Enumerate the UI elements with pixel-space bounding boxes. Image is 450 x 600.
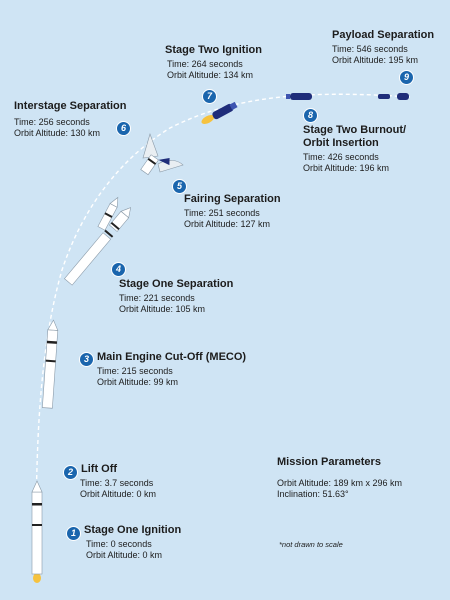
second-stage-with-fairing xyxy=(97,196,119,231)
mission-inclination: Inclination: 51.63° xyxy=(277,489,349,499)
event-title: Stage Two Ignition xyxy=(165,44,262,56)
event-title: Interstage Separation xyxy=(14,100,127,112)
event-altitude: Orbit Altitude: 99 km xyxy=(97,377,179,387)
event-number-badge: 1 xyxy=(66,526,81,541)
event-payload-separation: Payload Separation Time: 546 seconds Orb… xyxy=(332,29,435,85)
mission-orbit-altitude: Orbit Altitude: 189 km x 296 km xyxy=(277,478,403,488)
event-interstage-separation: Interstage Separation Time: 256 seconds … xyxy=(14,100,131,139)
event-altitude: Orbit Altitude: 105 km xyxy=(119,304,206,314)
event-meco: 3 Main Engine Cut-Off (MECO) Time: 215 s… xyxy=(79,351,246,388)
event-stage-one-ignition: 1 Stage One Ignition Time: 0 seconds Orb… xyxy=(66,524,181,561)
event-altitude: Orbit Altitude: 0 km xyxy=(80,489,157,499)
event-time: Time: 0 seconds xyxy=(86,539,152,549)
event-altitude: Orbit Altitude: 130 km xyxy=(14,128,101,138)
mission-parameters: Mission Parameters Orbit Altitude: 189 k… xyxy=(277,456,402,500)
event-altitude: Orbit Altitude: 0 km xyxy=(86,550,163,560)
event-time: Time: 426 seconds xyxy=(303,152,379,162)
event-number-badge: 9 xyxy=(399,70,414,85)
event-time: Time: 546 seconds xyxy=(332,44,408,54)
event-time: Time: 221 seconds xyxy=(119,293,195,303)
event-title: Main Engine Cut-Off (MECO) xyxy=(97,351,247,363)
mission-parameters-title: Mission Parameters xyxy=(277,456,381,468)
event-title: Stage One Ignition xyxy=(84,524,182,536)
event-number-badge: 8 xyxy=(303,108,318,123)
event-number-badge: 2 xyxy=(63,465,78,480)
event-fairing-separation: 5 Fairing Separation Time: 251 seconds O… xyxy=(172,179,281,230)
not-to-scale-note: *not drawn to scale xyxy=(279,540,343,549)
stage-one-separation-rocket xyxy=(64,207,132,286)
ignition-flame xyxy=(33,573,41,583)
event-altitude: Orbit Altitude: 195 km xyxy=(332,55,419,65)
event-title: Fairing Separation xyxy=(184,193,281,205)
rocket-on-pad xyxy=(31,480,43,583)
event-title: Payload Separation xyxy=(332,29,435,41)
event-stage-two-burnout: 8 Stage Two Burnout/ Orbit Insertion Tim… xyxy=(303,108,406,174)
payload-separation xyxy=(378,93,409,100)
event-time: Time: 215 seconds xyxy=(97,366,173,376)
interstage-stage xyxy=(140,154,170,176)
event-title: Stage One Separation xyxy=(119,278,234,290)
event-title: Stage Two Burnout/ Orbit Insertion xyxy=(303,124,407,149)
event-lift-off: 2 Lift Off Time: 3.7 seconds Orbit Altit… xyxy=(63,463,156,500)
event-time: Time: 3.7 seconds xyxy=(80,478,154,488)
event-stage-two-ignition: Stage Two Ignition Time: 264 seconds Orb… xyxy=(165,44,262,104)
trajectory-path xyxy=(35,93,411,571)
event-title: Lift Off xyxy=(81,463,118,475)
event-time: Time: 256 seconds xyxy=(14,117,90,127)
event-number-badge: 5 xyxy=(172,179,187,194)
event-time: Time: 251 seconds xyxy=(184,208,260,218)
event-altitude: Orbit Altitude: 134 km xyxy=(167,70,254,80)
event-number-badge: 6 xyxy=(116,121,131,136)
rocket-meco xyxy=(42,319,59,409)
event-time: Time: 264 seconds xyxy=(167,59,243,69)
stage-two-burnout xyxy=(286,93,312,100)
event-number-badge: 3 xyxy=(79,352,94,367)
stage-two-ignition xyxy=(201,101,238,125)
event-number-badge: 7 xyxy=(202,89,217,104)
event-altitude: Orbit Altitude: 196 km xyxy=(303,163,390,173)
event-stage-one-separation: 4 Stage One Separation Time: 221 seconds… xyxy=(111,262,233,315)
event-number-badge: 4 xyxy=(111,262,126,277)
event-altitude: Orbit Altitude: 127 km xyxy=(184,219,271,229)
